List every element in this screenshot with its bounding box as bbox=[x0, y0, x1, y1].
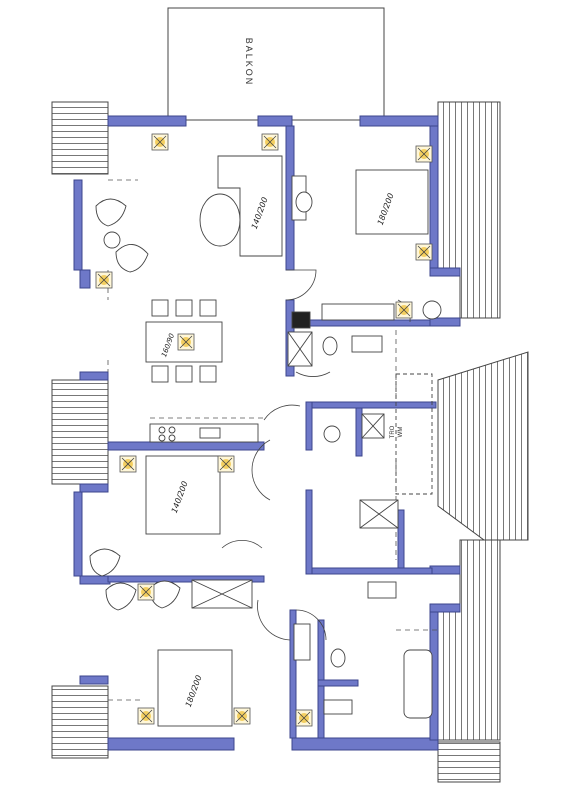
toilet-1 bbox=[295, 191, 313, 213]
chair-6 bbox=[199, 365, 217, 383]
roof-areas bbox=[51, 101, 529, 783]
roof-left-mid bbox=[51, 379, 109, 485]
bed-bedroom1 bbox=[355, 169, 429, 235]
roof-top-left bbox=[51, 101, 109, 175]
door-livingroom bbox=[295, 371, 331, 377]
toilet-3 bbox=[330, 648, 346, 668]
sink-1 bbox=[351, 335, 383, 353]
chair-3 bbox=[199, 299, 217, 317]
bed-bedroom2 bbox=[145, 455, 221, 535]
ceiling-light-icon bbox=[233, 707, 251, 725]
ceiling-light-icon bbox=[395, 301, 413, 319]
ceiling-light-icon bbox=[295, 709, 313, 727]
ceiling-light-icon bbox=[137, 583, 155, 601]
sofa bbox=[217, 155, 283, 257]
bath-cabinet-2 bbox=[293, 623, 311, 661]
door-bedroom2 bbox=[221, 539, 263, 549]
ceiling-light-icon bbox=[415, 243, 433, 261]
door-bath bbox=[295, 609, 327, 641]
roof-stair-right bbox=[437, 351, 529, 541]
armchair-4 bbox=[105, 582, 137, 611]
ceiling-light-icon bbox=[151, 133, 169, 151]
door-hall bbox=[251, 439, 271, 501]
chair-2 bbox=[175, 299, 193, 317]
ceiling-light-icon bbox=[217, 455, 235, 473]
ceiling-light-icon bbox=[119, 455, 137, 473]
sink-3 bbox=[323, 699, 353, 715]
ceiling-light-icon bbox=[261, 133, 279, 151]
coffee-table bbox=[199, 193, 241, 247]
ceiling-light-icon bbox=[177, 333, 195, 351]
exterior-walls bbox=[73, 115, 461, 751]
sink-4 bbox=[323, 425, 341, 443]
stove bbox=[291, 311, 311, 329]
roof-top-right bbox=[437, 101, 501, 319]
ceiling-light-icon bbox=[415, 145, 433, 163]
bed-bedroom3 bbox=[157, 649, 233, 727]
roof-bottom-right bbox=[437, 741, 501, 783]
closet-right bbox=[395, 373, 433, 495]
armchair-3 bbox=[89, 548, 121, 577]
balcony-label: BALKON bbox=[244, 38, 254, 87]
chair-1 bbox=[151, 299, 169, 317]
doors bbox=[221, 269, 411, 641]
tro-label: TRO bbox=[390, 425, 396, 438]
ceiling-light-icon bbox=[95, 271, 113, 289]
sink bbox=[199, 427, 221, 439]
ceiling-lights bbox=[95, 133, 433, 727]
side-table bbox=[103, 231, 121, 249]
dining-table bbox=[145, 321, 223, 363]
chair-5 bbox=[175, 365, 193, 383]
ceiling-light-icon bbox=[137, 707, 155, 725]
armchair-5 bbox=[149, 580, 181, 609]
washbasin-1 bbox=[422, 300, 442, 320]
armchair-1 bbox=[95, 198, 127, 227]
toilet-2 bbox=[322, 336, 338, 356]
armchair-2 bbox=[115, 244, 149, 273]
chair-4 bbox=[151, 365, 169, 383]
shower-1 bbox=[321, 303, 395, 321]
wm-label: WM bbox=[398, 427, 404, 438]
door-bedroom3 bbox=[257, 599, 291, 641]
balcony: BALKON bbox=[167, 7, 385, 121]
sink-2 bbox=[367, 581, 397, 599]
door-kitchen bbox=[263, 404, 301, 421]
bathtub bbox=[403, 649, 433, 719]
furniture bbox=[89, 155, 442, 727]
door-bedroom1 bbox=[285, 269, 317, 301]
roof-bottom-left bbox=[51, 685, 109, 759]
